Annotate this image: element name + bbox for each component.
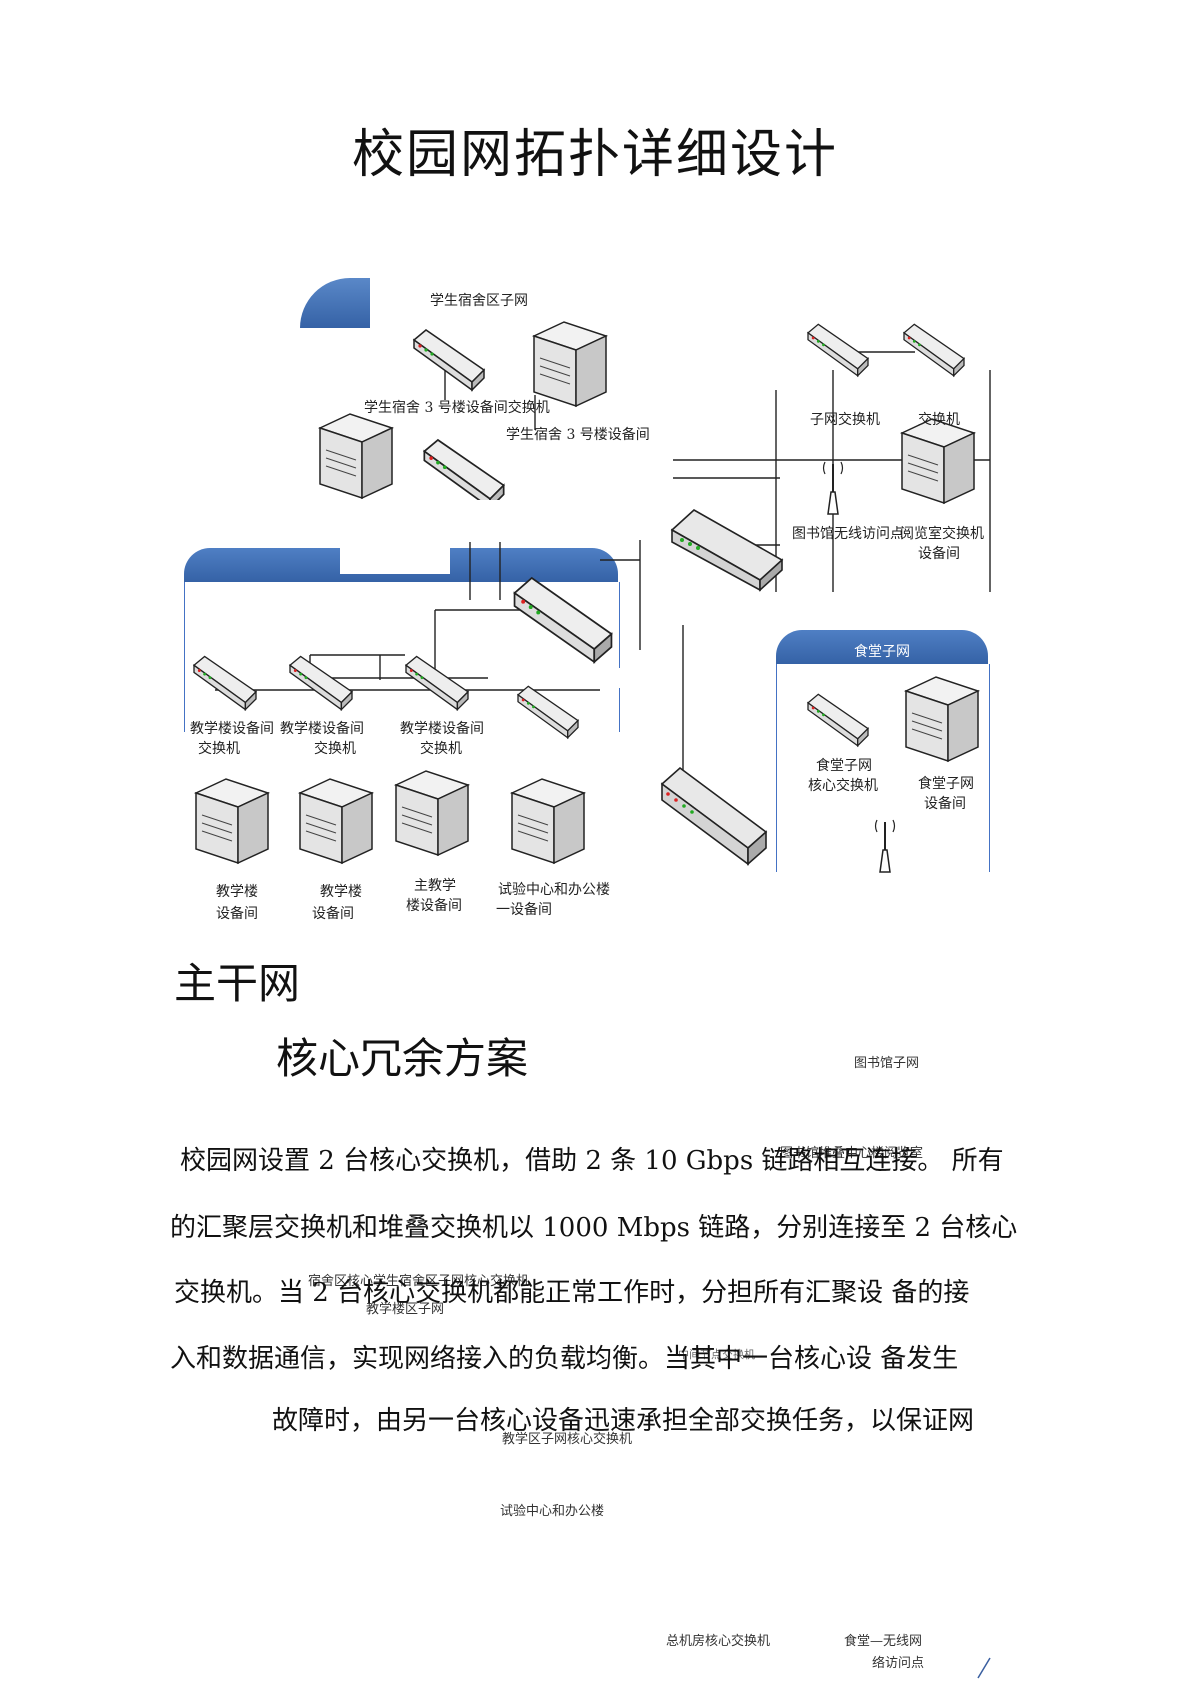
teaching-room-server-1 [193,778,271,865]
library-wireless-ap-icon [822,461,844,515]
stray-label-lib-overlap: 图书馆堆叠中心楼阅览室 [780,1146,924,1161]
dorm3-switch-label: 学生宿舍 3 号楼设备间交换机 [364,400,550,416]
dorm-zone-label: 学生宿舍区子网 [430,293,528,309]
dorm3-floor-switch [412,329,486,392]
canteen-room-label-2: 设备间 [924,796,966,812]
teach-room4-label-1: 试验中心和办公楼 [498,882,610,898]
canteen-core-label-2: 核心交换机 [808,778,878,794]
teaching-room-server-2 [297,778,375,865]
dorm3-room-label: 学生宿舍 3 号楼设备间 [506,427,650,443]
canteen-core-label-1: 食堂子网 [816,758,872,774]
paragraph-line-3: 交换机。当 2 台核心交换机都能正常工作时，分担所有汇聚设 备的接 [174,1278,970,1308]
teach-sw2-label-1: 教学楼设备间 [280,721,364,737]
teach-room1-label-2: 设备间 [216,906,258,922]
canteen-room-label-1: 食堂子网 [918,776,974,792]
teach-room2-label-1: 教学楼 [320,884,362,900]
network-topology-diagram: 食堂子网 [184,270,991,922]
dorm-zone-mask [370,270,610,330]
lib-switch-label: 交换机 [918,412,960,428]
canteen-wireless-ap-icon [874,819,896,873]
teach-room3-label-2: 楼设备间 [406,898,462,914]
stray-label-canteen-wifi-2: 络访问点 [872,1656,925,1671]
lab-switch [516,685,580,740]
lib-reading-room-label: 设备间 [918,546,960,562]
canteen-zone-box [776,664,990,872]
library-subnet-switch [806,323,870,378]
teach-sw2-label-2: 交换机 [314,741,356,757]
canteen-room-server [903,676,981,763]
paragraph-line-1: 校园网设置 2 台核心交换机，借助 2 条 10 Gbps 链路相互连接。 所有 [180,1146,1004,1176]
corner-stroke-mark [977,1657,991,1679]
teaching-room-server-3 [393,770,471,857]
canteen-zone-label: 食堂子网 [854,644,910,660]
paragraph-line-2: 的汇聚层交换机和堆叠交换机以 1000 Mbps 链路，分别连接至 2 台核心 [170,1213,1018,1243]
teaching-room-server-4 [509,778,587,865]
teach-room2-label-2: 设备间 [312,906,354,922]
teach-room3-label-1: 主教学 [414,878,456,894]
dorm-core-mask-2 [340,500,580,542]
lib-subnet-switch-label: 子网交换机 [810,412,880,428]
teaching-floor-switch-2 [288,655,354,712]
paragraph-line-5: 故障时，由另一台核心设备迅速承担全部交换任务，以保证网 [272,1406,975,1436]
section-heading: 主干网 [174,959,301,1008]
canteen-core-switch [806,693,870,748]
stray-label-mid-fragment: 中间节点交换机 [678,1348,755,1361]
teach-room1-label-1: 教学楼 [216,884,258,900]
teaching-core-mask [488,668,638,688]
dorm-room-server-b [317,413,395,500]
teaching-core-switch [513,576,613,664]
dorm3-room-switch [422,438,505,511]
stray-label-teach-core: 教学区子网核心交换机 [502,1432,633,1447]
page-title: 校园网拓扑详细设计 [351,125,838,185]
canteen-zone-header [776,630,988,664]
stray-label-dorm-core: 宿舍区核心学生宿舍区子网核心交换机 [308,1274,530,1289]
teach-sw1-label-1: 教学楼设备间 [190,721,274,737]
teach-room4-label-2: 一设备间 [496,902,552,918]
teaching-floor-switch-3 [404,655,470,712]
library-switch [902,323,966,378]
teach-sw3-label-2: 交换机 [420,741,462,757]
stray-label-lib-subnet: 图书馆子网 [854,1056,920,1071]
lib-reading-label: 阅览室交换机 [900,526,984,542]
teach-sw1-label-2: 交换机 [198,741,240,757]
stray-label-lab-office: 试验中心和办公楼 [500,1504,605,1519]
stray-label-canteen-wifi-1: 食堂—无线网 [844,1634,923,1649]
teach-sw3-label-1: 教学楼设备间 [400,721,484,737]
stray-label-main-core: 总机房核心交换机 [666,1634,771,1649]
main-core-switch [660,766,768,866]
library-core-switch [670,509,784,592]
dorm-room-server-a [531,321,609,408]
paragraph-line-4: 入和数据通信，实现网络接入的负载均衡。当其中一台核心设 备发生 [170,1344,959,1374]
stray-label-teach-zone: 教学楼区子网 [366,1302,445,1317]
teaching-floor-switch-1 [192,655,258,712]
library-reading-room-server [899,418,977,505]
teaching-zone-mask [340,540,450,574]
subsection-heading: 核心冗余方案 [276,1034,529,1083]
lib-wireless-label: 图书馆无线访问点 [792,526,904,542]
teaching-zone-box [184,582,620,732]
